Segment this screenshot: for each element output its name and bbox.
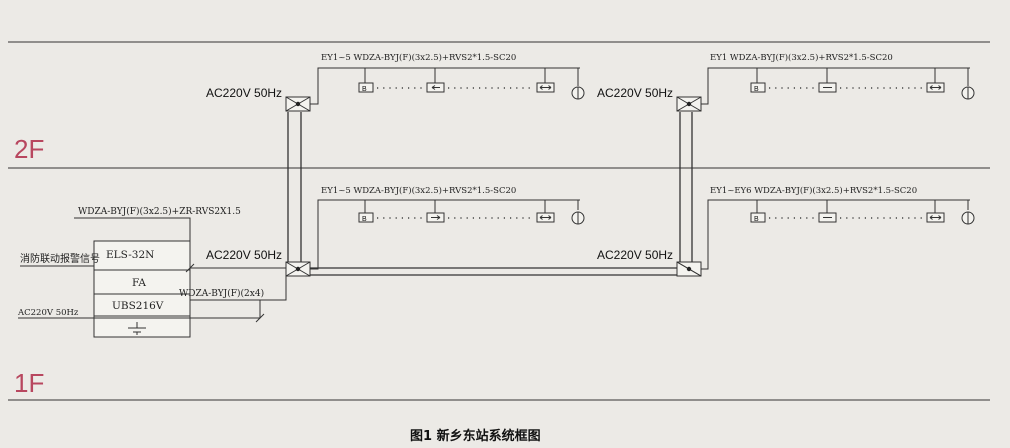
svg-text:B: B [754,216,759,223]
exit-sign-icon: B [358,82,374,93]
svg-text:B: B [362,216,367,223]
figure-caption: 图1 新乡东站系统框图 [410,428,541,444]
ups-to-box-cable [260,276,287,301]
branch-top-left: B [310,67,585,105]
supply-label-top-right: AC220V 50Hz [597,86,673,100]
battery-icon [128,322,146,335]
direction-sign-double-icon [536,82,555,93]
cable-tick [255,313,265,323]
circuit-label-top-right: EY1 WDZA-BYJ(F)(3x2.5)+RVS2*1.5-SC20 [710,52,893,63]
direction-sign-left-icon [426,82,445,93]
host-signal-cable [74,217,286,269]
supply-label-bottom-right: AC220V 50Hz [597,248,673,262]
direction-sign-icon [818,82,837,93]
ups-label: UBS216V [112,300,164,312]
power-cable-label: WDZA-BYJ(F)(2x4) [179,288,264,299]
direction-sign-right-icon [426,212,445,223]
emergency-lamp-icon [571,86,585,100]
branch-bottom-left: B [310,199,585,270]
emergency-lamp-icon [571,211,585,225]
fa-label: FA [132,277,146,289]
distribution-box-bottom-left [285,261,311,277]
exit-sign-icon: B [750,82,766,93]
supply-label-top-left: AC220V 50Hz [206,86,282,100]
direction-sign-icon [818,212,837,223]
svg-text:B: B [754,86,759,93]
distribution-box-top-left [285,96,311,112]
circuit-label-top-left: EY1~5 WDZA-BYJ(F)(3x2.5)+RVS2*1.5-SC20 [321,52,516,63]
floor-label-2f: 2F [14,134,44,164]
controller-label: ELS-32N [106,249,154,261]
circuit-label-bottom-left: EY1~5 WDZA-BYJ(F)(3x2.5)+RVS2*1.5-SC20 [321,185,516,196]
emergency-lamp-icon [961,211,975,225]
emergency-lamp-icon [961,86,975,100]
branch-top-right: B [701,67,975,105]
distribution-box-top-right [676,96,702,112]
ac-input-label: AC220V 50Hz [17,308,79,318]
direction-sign-double-icon [926,82,945,93]
floor-label-1f: 1F [14,368,44,398]
fire-linkage-signal-label: 消防联动报警信号 [20,252,100,265]
distribution-box-bottom-right [676,261,702,277]
ups-power-cable [94,299,261,319]
host-cable-label: WDZA-BYJ(F)(3x2.5)+ZR-RVS2X1.5 [78,206,241,217]
supply-label-bottom-left: AC220V 50Hz [206,248,282,262]
exit-sign-icon: B [358,212,374,223]
direction-sign-double-icon [536,212,555,223]
exit-sign-icon: B [750,212,766,223]
branch-bottom-right: B [701,199,975,270]
direction-sign-double-icon [926,212,945,223]
host-controller-stack [93,240,191,338]
circuit-label-bottom-right: EY1~EY6 WDZA-BYJ(F)(3x2.5)+RVS2*1.5-SC20 [710,185,917,196]
cable-tick [185,263,195,273]
svg-text:B: B [362,86,367,93]
